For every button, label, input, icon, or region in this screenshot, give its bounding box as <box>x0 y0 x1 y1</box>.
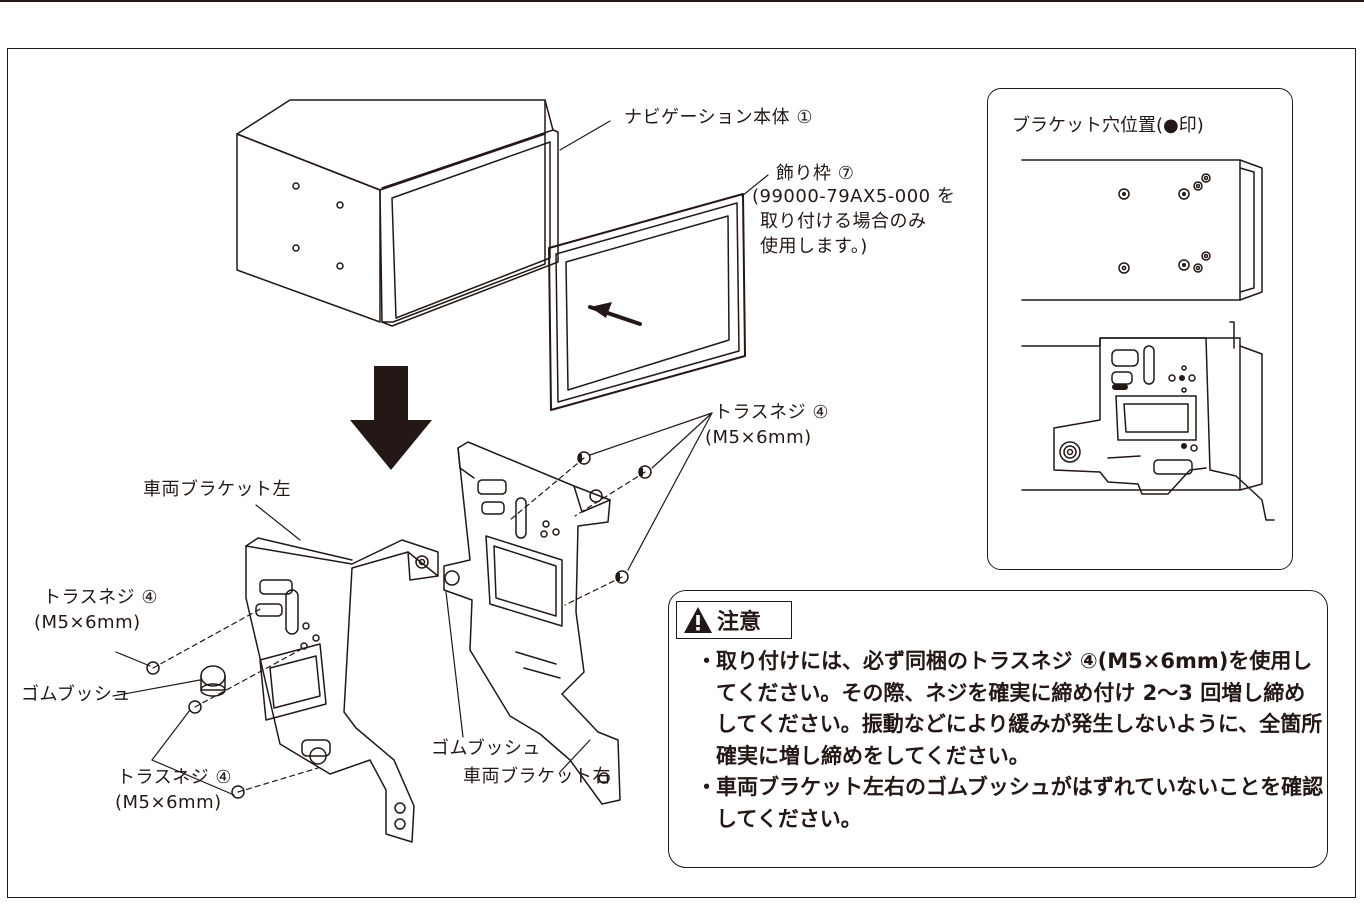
bullet-mark: ・ <box>696 775 717 799</box>
label-nav-unit: ナビゲーション本体 ① <box>624 107 813 128</box>
inset-hole-position-drawing <box>1021 159 1275 521</box>
label-bushing-left: ゴムブッシュ <box>21 684 131 705</box>
inset-title: ブラケット穴位置(●印) <box>1012 115 1204 136</box>
top-rule <box>0 0 1364 2</box>
down-arrow-icon <box>350 366 432 470</box>
warning-icon <box>684 607 712 633</box>
label-screw-top-size: (M5×6mm) <box>705 427 812 448</box>
caution-bullet-text: 車両ブラケット左右のゴムブッシュがはずれていないことを確認してください。 <box>716 775 1324 831</box>
label-trim-note-2: 取り付ける場合のみ <box>760 211 927 232</box>
label-screw-left: トラスネジ ④ <box>43 587 158 608</box>
caution-bullet-2: ・ 車両ブラケット左右のゴムブッシュがはずれていないことを確認してください。 <box>694 772 1324 835</box>
label-bushing-right: ゴムブッシュ <box>431 738 541 759</box>
label-screw-bottom-size: (M5×6mm) <box>115 792 222 813</box>
rubber-bushing-left-drawing <box>200 665 226 697</box>
leader-lines <box>112 120 769 796</box>
label-screw-top: トラスネジ ④ <box>714 402 829 423</box>
caution-bullets: ・ 取り付けには、必ず同梱のトラスネジ ④(M5×6mm)を使用してください。そ… <box>694 646 1324 835</box>
label-bracket-left: 車両ブラケット左 <box>143 479 291 500</box>
bracket-hole-inset-panel <box>987 88 1293 570</box>
left-bracket-drawing <box>245 537 439 843</box>
screw-icons <box>146 451 652 799</box>
caution-heading-text: 注意 <box>717 610 762 635</box>
caution-box <box>668 590 1328 868</box>
label-trim-note-1: (99000-79AX5-000 を <box>752 186 956 207</box>
caution-bullet-1: ・ 取り付けには、必ず同梱のトラスネジ ④(M5×6mm)を使用してください。そ… <box>694 646 1324 772</box>
caution-heading: 注意 <box>676 601 792 639</box>
navigation-unit-drawing <box>236 99 559 327</box>
bullet-mark: ・ <box>696 649 717 673</box>
label-trim-frame: 飾り枠 ⑦ <box>776 163 855 184</box>
label-screw-left-size: (M5×6mm) <box>34 612 141 633</box>
diagram-frame <box>7 48 1356 898</box>
label-trim-note-3: 使用します。) <box>760 236 868 257</box>
trim-frame-drawing <box>548 193 746 411</box>
caution-bullet-text: 取り付けには、必ず同梱のトラスネジ ④(M5×6mm)を使用してください。その際… <box>716 649 1323 768</box>
label-screw-bottom: トラスネジ ④ <box>117 767 232 788</box>
label-bracket-right: 車両ブラケット右 <box>463 766 611 787</box>
